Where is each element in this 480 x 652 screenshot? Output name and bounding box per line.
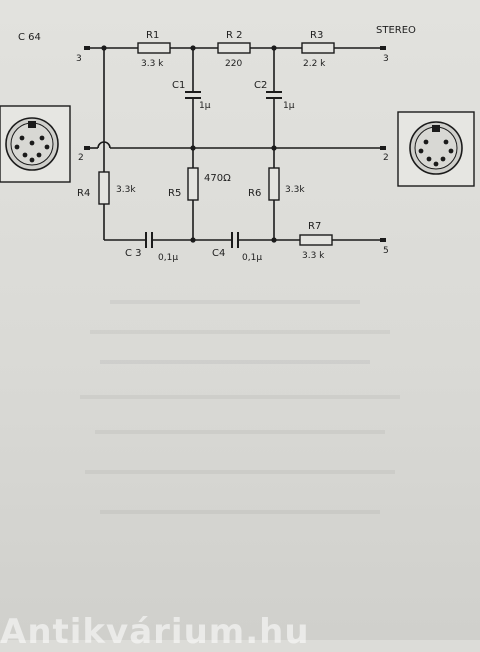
svg-text:R 2: R 2 <box>226 30 243 41</box>
resistor-r6: R6 3.3k <box>248 167 305 201</box>
resistor-r3: R3 2.2 k <box>301 30 335 69</box>
svg-text:470Ω: 470Ω <box>204 173 231 184</box>
svg-text:C2: C2 <box>254 80 267 91</box>
din-connector-icon <box>0 105 71 183</box>
svg-text:3.3k: 3.3k <box>116 185 136 195</box>
capacitor-c2: C2 1μ <box>254 80 295 111</box>
svg-text:0,1μ: 0,1μ <box>242 253 262 263</box>
svg-text:R3: R3 <box>310 30 323 41</box>
svg-text:1μ: 1μ <box>283 101 295 111</box>
pin-left-top: 3 <box>76 54 82 64</box>
resistor-r2: R 2 220 <box>217 30 251 69</box>
pin-right-top: 3 <box>383 54 389 64</box>
svg-text:C 3: C 3 <box>125 248 142 259</box>
pin-right-bottom: 5 <box>383 246 389 256</box>
capacitor-c4: C4 0,1μ <box>212 232 262 263</box>
svg-text:3.3k: 3.3k <box>285 185 305 195</box>
right-title: STEREO <box>376 25 416 36</box>
resistor-r1: R1 3.3 k <box>137 30 171 69</box>
watermark: Antikvárium.hu <box>0 612 310 652</box>
pin-right-mid: 2 <box>383 153 389 163</box>
capacitor-c3: C 3 0,1μ <box>125 232 178 263</box>
wires <box>88 47 382 241</box>
terminals <box>84 46 386 242</box>
svg-text:3.3 k: 3.3 k <box>302 251 325 261</box>
svg-text:3.3 k: 3.3 k <box>141 59 164 69</box>
svg-text:R1: R1 <box>146 30 159 41</box>
svg-text:C1: C1 <box>172 80 185 91</box>
capacitor-c1: C1 1μ <box>172 80 211 111</box>
svg-text:C4: C4 <box>212 248 225 259</box>
pin-left-mid: 2 <box>78 153 84 163</box>
svg-text:1μ: 1μ <box>199 101 211 111</box>
resistor-r4: R4 3.3k <box>77 171 136 205</box>
left-title: C 64 <box>18 32 41 43</box>
din-connector-icon <box>397 111 475 187</box>
svg-text:0,1μ: 0,1μ <box>158 253 178 263</box>
svg-text:R7: R7 <box>308 221 321 232</box>
svg-text:2.2 k: 2.2 k <box>303 59 326 69</box>
resistor-r5: R5 470Ω <box>168 167 231 201</box>
svg-text:R5: R5 <box>168 188 181 199</box>
junctions <box>101 45 277 243</box>
svg-text:R6: R6 <box>248 188 261 199</box>
svg-text:220: 220 <box>225 59 242 69</box>
resistor-r7: R7 3.3 k <box>299 221 333 261</box>
svg-text:R4: R4 <box>77 188 90 199</box>
